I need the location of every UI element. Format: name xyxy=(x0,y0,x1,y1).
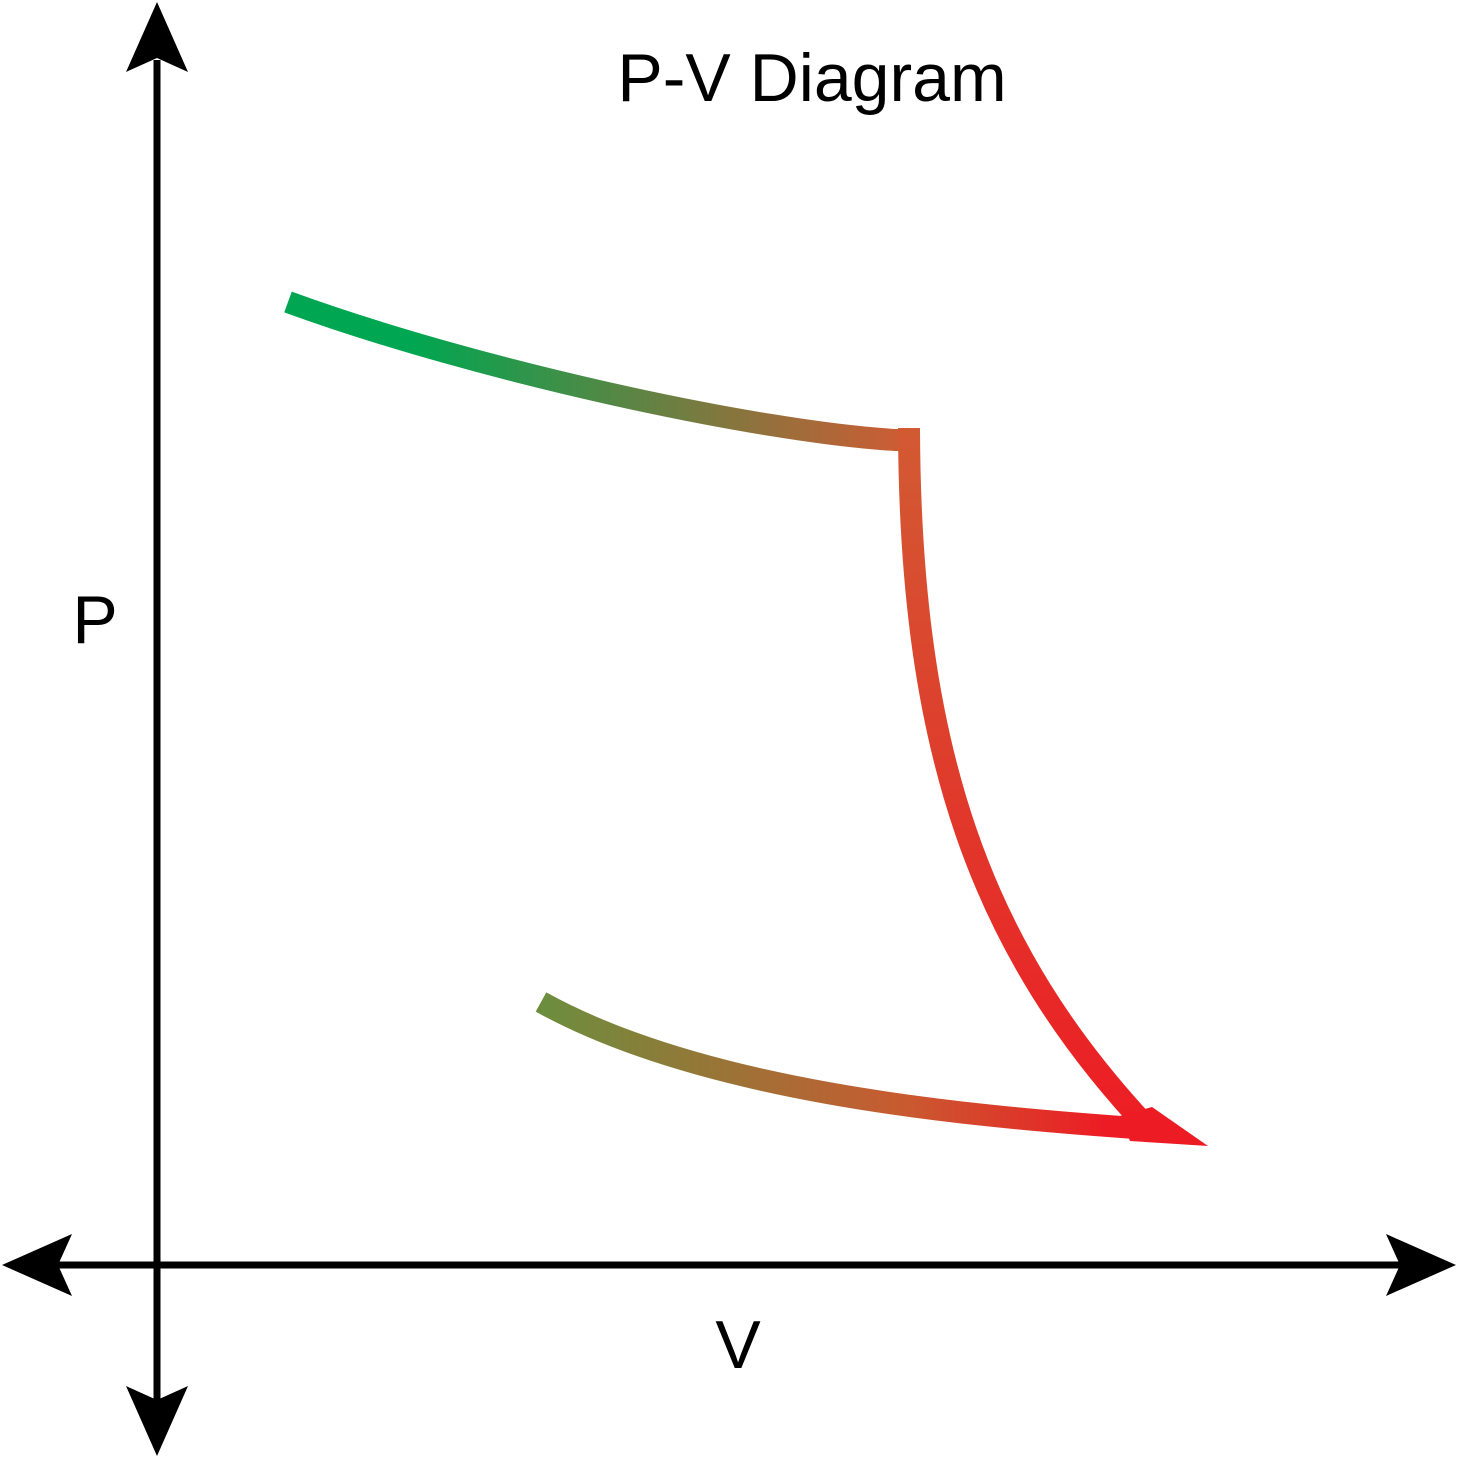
x-axis-left-arrow-icon xyxy=(2,1234,72,1296)
bottom-compression-curve xyxy=(535,992,1136,1139)
top-expansion-curve xyxy=(284,291,915,451)
y-axis-top-arrow-icon xyxy=(126,2,188,72)
x-axis-label: V xyxy=(715,1307,761,1383)
x-axis-right-arrow-icon xyxy=(1386,1234,1456,1296)
y-axis-label: P xyxy=(72,582,117,658)
bottom-right-corner-tip xyxy=(1120,1107,1208,1146)
right-adiabatic-curve xyxy=(898,427,1158,1138)
diagram-title: P-V Diagram xyxy=(617,40,1006,116)
pv-cycle-curves xyxy=(284,291,1208,1146)
y-axis-bottom-arrow-icon xyxy=(126,1386,188,1456)
